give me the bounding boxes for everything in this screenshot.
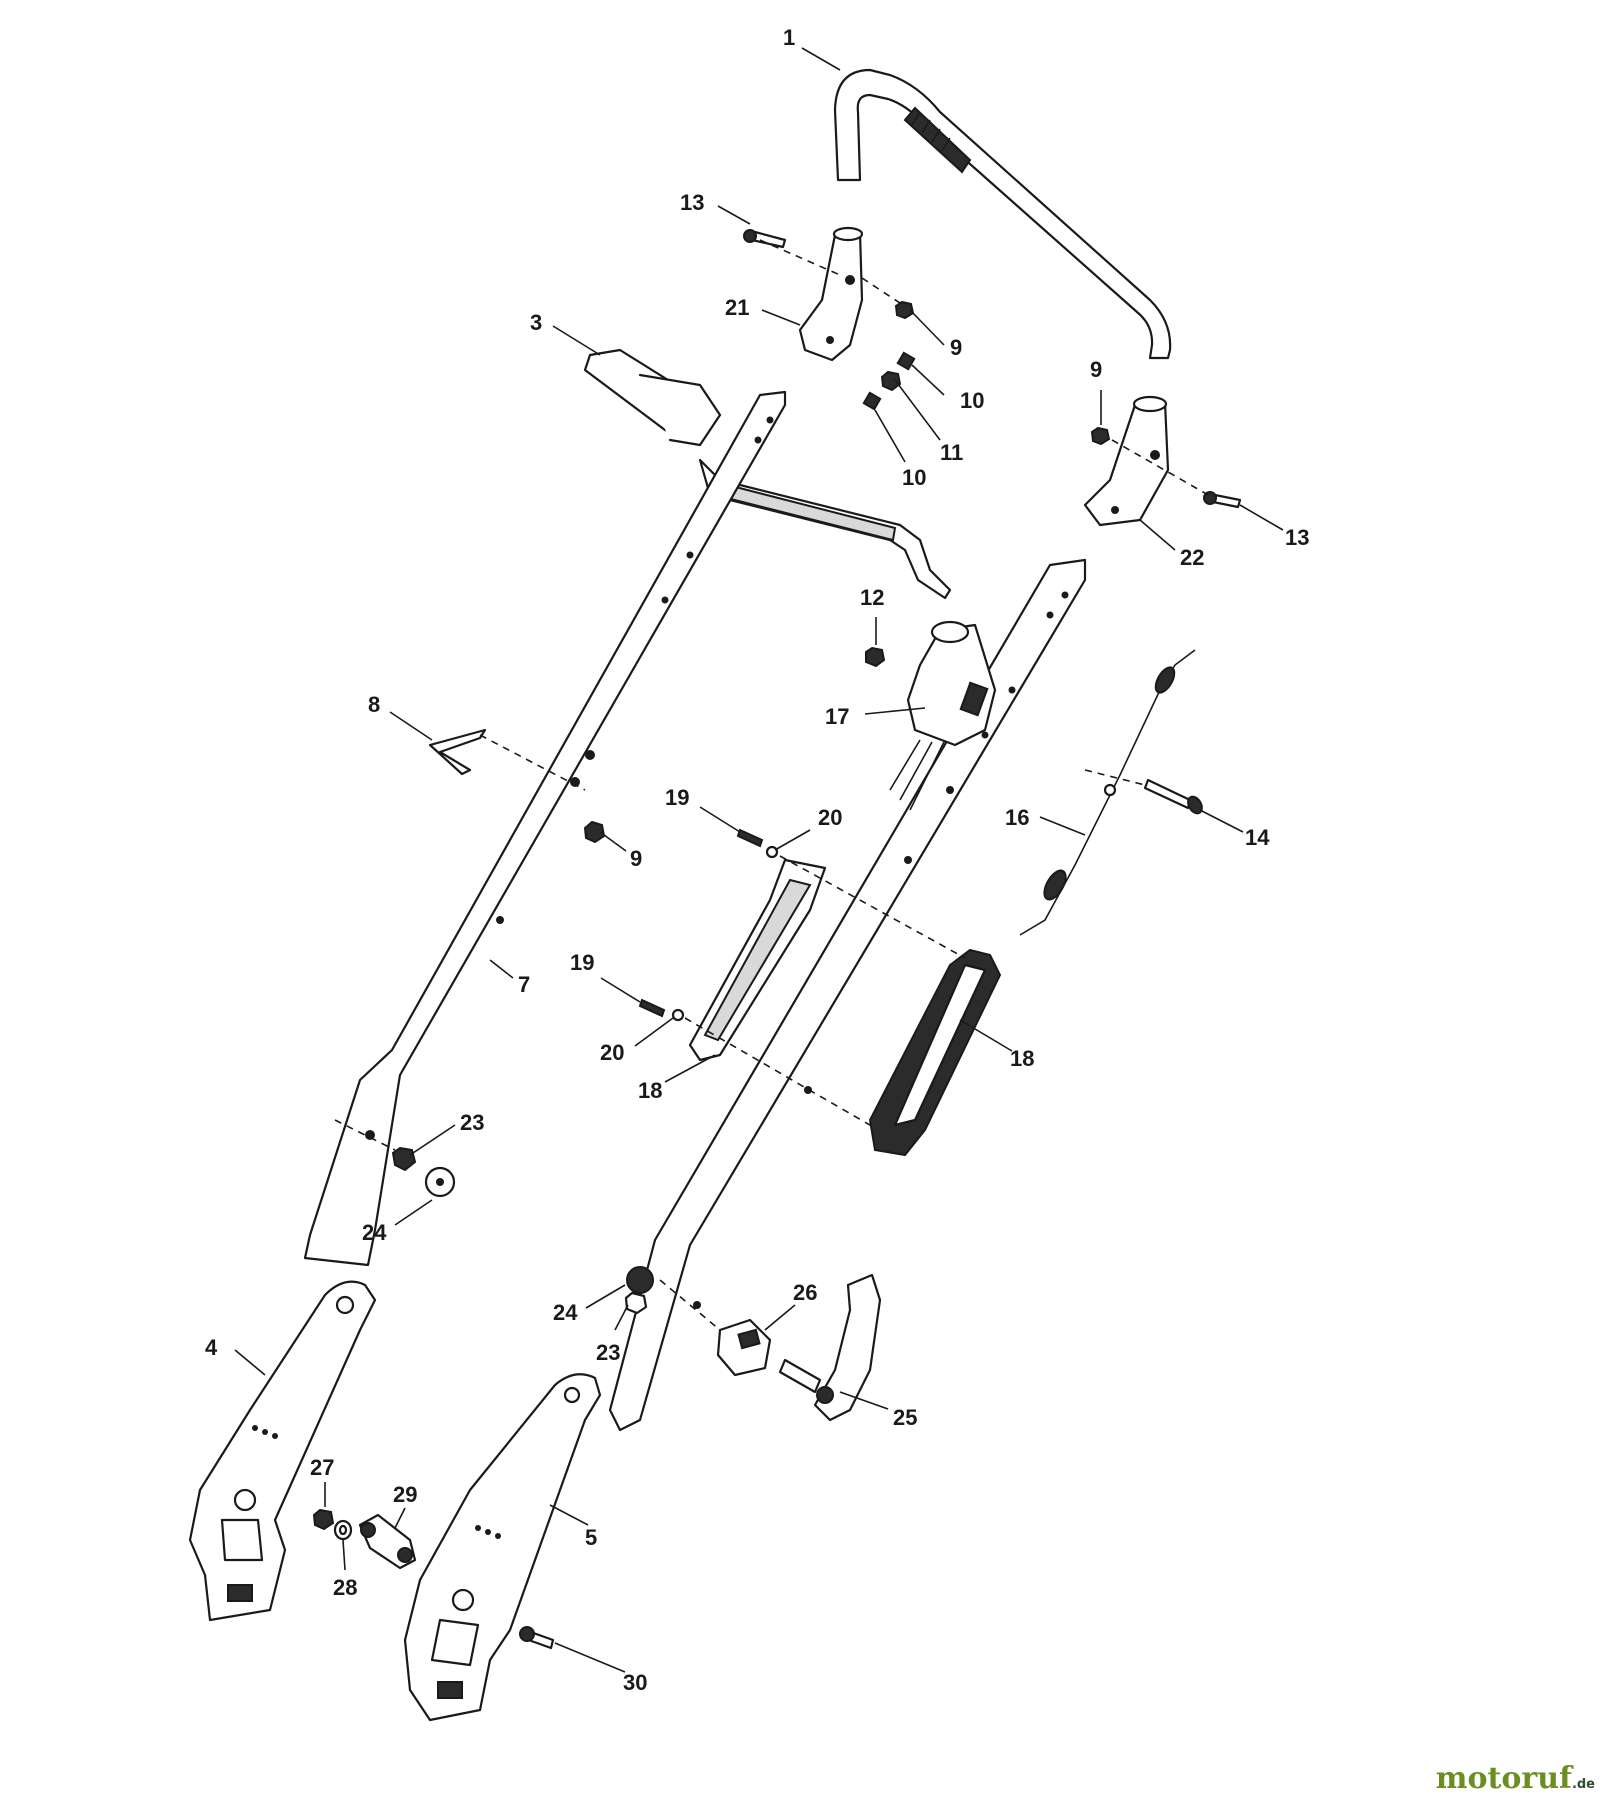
leader-lines xyxy=(234,47,1284,1673)
nut-23-right xyxy=(624,1291,648,1315)
callout-25: 25 xyxy=(893,1405,917,1430)
upper-handle-bar xyxy=(833,68,1172,360)
callout-23-right: 23 xyxy=(596,1340,620,1365)
callout-19-upper: 19 xyxy=(665,785,689,810)
callout-17: 17 xyxy=(825,704,849,729)
callout-8: 8 xyxy=(368,692,380,717)
left-side-bracket-4 xyxy=(188,1280,377,1622)
screw-10-upper xyxy=(896,351,916,371)
callout-13-upper: 13 xyxy=(680,190,704,215)
callout-1: 1 xyxy=(783,25,795,50)
washer-28 xyxy=(333,1519,353,1541)
callout-7: 7 xyxy=(518,972,530,997)
washer-20-lower xyxy=(671,1008,685,1022)
nut-9-right xyxy=(1090,426,1111,446)
throttle-control xyxy=(889,620,997,811)
left-lower-tube xyxy=(303,390,787,1267)
callout-10-lower: 10 xyxy=(902,465,926,490)
callout-9-upper: 9 xyxy=(950,335,962,360)
callout-21: 21 xyxy=(725,295,749,320)
callout-20-upper: 20 xyxy=(818,805,842,830)
callout-30: 30 xyxy=(623,1670,647,1695)
callout-19-lower: 19 xyxy=(570,950,594,975)
callout-24-left: 24 xyxy=(362,1220,387,1245)
callout-9-left: 9 xyxy=(630,846,642,871)
callout-28: 28 xyxy=(333,1575,357,1600)
callout-11: 11 xyxy=(940,440,963,465)
callout-12: 12 xyxy=(860,585,884,610)
nut-11 xyxy=(880,370,902,392)
nut-9-left xyxy=(583,820,606,844)
watermark-logo: motoruf.de xyxy=(1436,1761,1595,1796)
callout-18-left: 18 xyxy=(638,1078,662,1103)
screw-10-lower xyxy=(862,391,882,411)
callout-13-right: 13 xyxy=(1285,525,1309,550)
callout-23-left: 23 xyxy=(460,1110,484,1135)
screw-19-lower xyxy=(638,998,666,1018)
callout-27: 27 xyxy=(310,1455,334,1480)
screw-19-upper xyxy=(736,828,764,848)
adjuster-29 xyxy=(358,1513,417,1570)
control-bail-lever xyxy=(583,348,952,600)
watermark-brand: motoruf xyxy=(1435,1761,1572,1796)
callout-10-upper: 10 xyxy=(960,388,984,413)
callout-22: 22 xyxy=(1180,545,1204,570)
callout-24-right: 24 xyxy=(553,1300,578,1325)
pin-14 xyxy=(1143,778,1203,815)
screw-13-upper xyxy=(743,229,787,249)
nut-23-left xyxy=(391,1146,417,1172)
callout-9-right: 9 xyxy=(1090,357,1102,382)
callout-5: 5 xyxy=(585,1525,597,1550)
right-lower-tube xyxy=(608,558,1087,1432)
knob-lever-25 xyxy=(778,1273,882,1422)
screw-30 xyxy=(519,1626,555,1650)
callout-20-lower: 20 xyxy=(600,1040,624,1065)
assembly-lines xyxy=(334,239,1211,1331)
callout-14: 14 xyxy=(1245,825,1270,850)
nut-9-upper xyxy=(894,300,915,320)
callout-26: 26 xyxy=(793,1280,817,1305)
screw-13-right xyxy=(1203,491,1242,509)
knob-24-right xyxy=(626,1266,654,1294)
callout-18-right: 18 xyxy=(1010,1046,1034,1071)
block-26 xyxy=(716,1318,772,1377)
watermark-suffix: .de xyxy=(1571,1777,1595,1792)
left-upper-clamp xyxy=(798,226,864,362)
callout-4: 4 xyxy=(205,1335,218,1360)
cover-18-right xyxy=(868,948,1002,1157)
nut-12 xyxy=(865,646,886,668)
washer-20-upper xyxy=(765,845,779,859)
callout-29: 29 xyxy=(393,1482,417,1507)
callout-labels: 1 13 21 9 10 11 10 3 9 13 22 12 17 8 9 7… xyxy=(205,25,1309,1695)
right-side-bracket-5 xyxy=(403,1373,602,1722)
callout-3: 3 xyxy=(530,310,542,335)
nut-27 xyxy=(312,1508,335,1531)
callout-16: 16 xyxy=(1005,805,1029,830)
right-upper-clamp xyxy=(1083,395,1170,527)
drive-cable xyxy=(1019,649,1196,936)
knob-24-left xyxy=(424,1166,456,1198)
clip-8 xyxy=(428,728,487,776)
